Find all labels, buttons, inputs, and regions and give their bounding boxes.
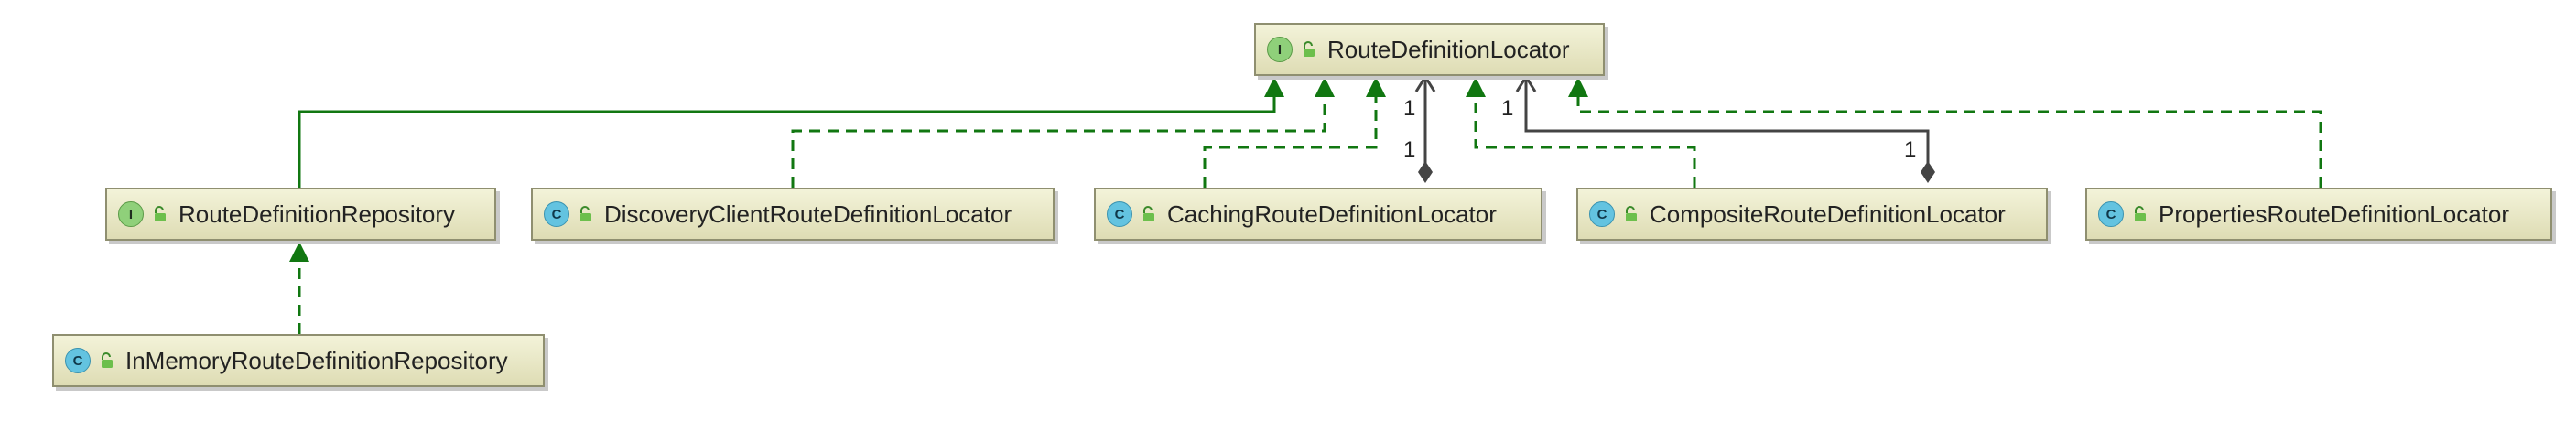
association-arrowhead bbox=[1414, 74, 1436, 92]
unlocked-icon bbox=[102, 352, 113, 368]
node-composite-route-definition-locator[interactable]: C CompositeRouteDefinitionLocator bbox=[1576, 188, 2048, 241]
interface-icon: I bbox=[118, 201, 144, 227]
interface-icon: I bbox=[1267, 37, 1293, 62]
inheritance-arrowhead bbox=[1315, 77, 1335, 97]
multiplicity-label: 1 bbox=[1904, 137, 1917, 162]
unlocked-icon bbox=[1626, 206, 1637, 221]
inheritance-arrowhead bbox=[289, 242, 309, 262]
edge-implements-properties bbox=[1576, 95, 2322, 188]
multiplicity-label: 1 bbox=[1501, 96, 1514, 121]
node-label: RouteDefinitionLocator bbox=[1327, 35, 1570, 63]
association-arrowhead bbox=[1515, 74, 1537, 92]
unlocked-icon bbox=[1304, 41, 1315, 57]
node-label: PropertiesRouteDefinitionLocator bbox=[2159, 200, 2509, 228]
composition-diamond bbox=[1418, 161, 1433, 183]
unlocked-icon bbox=[155, 206, 166, 221]
class-icon: C bbox=[1589, 201, 1615, 227]
node-discovery-client-route-definition-locator[interactable]: C DiscoveryClientRouteDefinitionLocator bbox=[531, 188, 1055, 241]
node-caching-route-definition-locator[interactable]: C CachingRouteDefinitionLocator bbox=[1094, 188, 1542, 241]
unlocked-icon bbox=[2135, 206, 2146, 221]
node-label: InMemoryRouteDefinitionRepository bbox=[125, 346, 508, 374]
node-route-definition-locator[interactable]: I RouteDefinitionLocator bbox=[1254, 23, 1605, 76]
inheritance-arrowhead bbox=[1366, 77, 1386, 97]
node-label: DiscoveryClientRouteDefinitionLocator bbox=[604, 200, 1012, 228]
multiplicity-label: 1 bbox=[1403, 137, 1416, 162]
class-icon: C bbox=[544, 201, 569, 227]
class-icon: C bbox=[1107, 201, 1132, 227]
unlocked-icon bbox=[580, 206, 591, 221]
unlocked-icon bbox=[1143, 206, 1154, 221]
inheritance-arrowhead bbox=[1466, 77, 1486, 97]
edge-implements-composite bbox=[1474, 95, 1696, 188]
edge-implements-discovery bbox=[791, 95, 1326, 188]
composition-diamond bbox=[1921, 161, 1935, 183]
node-route-definition-repository[interactable]: I RouteDefinitionRepository bbox=[105, 188, 496, 241]
node-label: CachingRouteDefinitionLocator bbox=[1167, 200, 1497, 228]
node-label: CompositeRouteDefinitionLocator bbox=[1650, 200, 2006, 228]
node-label: RouteDefinitionRepository bbox=[179, 200, 456, 228]
inheritance-arrowhead bbox=[1568, 77, 1588, 97]
class-icon: C bbox=[2098, 201, 2124, 227]
edge-implements-caching bbox=[1203, 95, 1378, 188]
multiplicity-label: 1 bbox=[1403, 96, 1416, 121]
node-in-memory-route-definition-repository[interactable]: C InMemoryRouteDefinitionRepository bbox=[52, 334, 545, 387]
inheritance-arrowhead bbox=[1264, 77, 1284, 97]
edge-composition-composite bbox=[1524, 77, 1930, 165]
edge-extends-repository bbox=[298, 95, 1276, 188]
class-icon: C bbox=[65, 348, 91, 373]
node-properties-route-definition-locator[interactable]: C PropertiesRouteDefinitionLocator bbox=[2085, 188, 2552, 241]
